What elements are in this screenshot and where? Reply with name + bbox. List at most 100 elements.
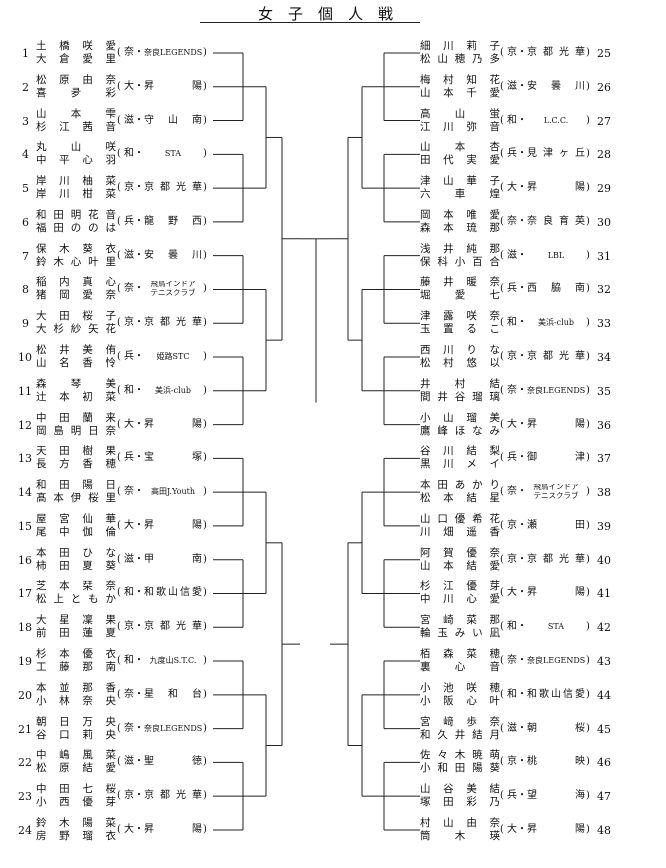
entry-number: 33: [597, 317, 611, 331]
club-name: (京・瀬田): [500, 518, 592, 533]
club-name: (兵・宝塚): [117, 450, 209, 465]
club-paren-close: ): [203, 790, 207, 802]
player-name: 松原結愛: [36, 762, 116, 775]
club-paren-open: (: [117, 249, 121, 261]
entry-number: 40: [597, 553, 611, 567]
club-name: (大・昇陽): [117, 417, 209, 432]
player-name: 藤井暖奈: [420, 276, 500, 289]
club-prefecture: 奈・: [507, 486, 527, 498]
player-name: 山谷美結: [420, 783, 500, 796]
club-paren-close: ): [586, 519, 590, 531]
entry-number: 16: [18, 553, 32, 567]
entry-number: 28: [597, 148, 611, 162]
player-name: 小林奈央: [36, 694, 116, 707]
player-name: 六車煌: [420, 188, 500, 201]
player-name: 輪玉みい凪: [420, 627, 500, 640]
club-name: (奈・星和台): [117, 687, 209, 702]
club-prefecture: 京・: [124, 790, 144, 802]
club-name: (奈・奈良育英): [500, 214, 592, 229]
player-name: 松原由奈: [36, 73, 116, 86]
club-paren-close: ): [586, 823, 590, 835]
club-paren-close: ): [586, 249, 590, 261]
club-paren-open: (: [117, 790, 121, 802]
club-paren-close: ): [586, 756, 590, 768]
entry-number: 12: [18, 418, 32, 432]
club-team: 星和台: [144, 688, 202, 700]
entry-number: 9: [22, 317, 29, 331]
right-entry-48: 村山由奈筒木瑛(大・昇陽)48: [0, 817, 666, 843]
entry-number: 47: [597, 790, 611, 804]
club-prefecture: 京・: [507, 351, 527, 363]
club-paren-close: ): [586, 790, 590, 802]
club-team: 奈良LEGENDS: [144, 48, 202, 57]
right-entry-25: 細川莉子松山穂乃多(京・京都光華)25: [0, 40, 666, 66]
player-name: 津山華子: [420, 175, 500, 188]
club-name: (大・昇陽): [117, 79, 209, 94]
club-paren-close: ): [586, 621, 590, 633]
player-name: 鷹峰ほなみ: [420, 424, 500, 437]
club-paren-close: ): [203, 519, 207, 531]
club-paren-open: (: [117, 688, 121, 700]
club-name: (兵・見津ヶ丘): [500, 146, 592, 161]
entry-number: 41: [597, 587, 611, 601]
club-paren-open: (: [117, 756, 121, 768]
right-entry-36: 小山瑠美鷹峰ほなみ(大・昇陽)36: [0, 412, 666, 438]
player-name: 中田蘭来: [36, 411, 116, 424]
club-paren-close: ): [586, 114, 590, 126]
player-name: 玉置るこ: [420, 323, 500, 336]
club-team: 和歌山信愛: [144, 587, 202, 599]
club-prefecture: 滋・: [124, 249, 144, 261]
entry-number: 7: [22, 249, 29, 263]
club-prefecture: 兵・: [507, 452, 527, 464]
club-team: 安曇川: [144, 249, 202, 261]
club-prefecture: 奈・: [507, 215, 527, 227]
club-prefecture: 和・: [507, 317, 527, 329]
club-paren-open: (: [500, 148, 504, 160]
club-paren-open: (: [500, 249, 504, 261]
club-prefecture: 和・: [124, 384, 144, 396]
player-name: 井村結: [420, 377, 500, 390]
club-name: (和・九度山S.T.C.): [117, 653, 209, 668]
club-paren-open: (: [500, 283, 504, 295]
club-paren-open: (: [117, 80, 121, 92]
club-team: 昇陽: [144, 80, 202, 92]
entry-number: 32: [597, 283, 611, 297]
club-name: (奈・奈良LEGENDS): [500, 653, 592, 668]
entry-number: 18: [18, 621, 32, 635]
club-prefecture: 京・: [507, 756, 527, 768]
club-paren-open: (: [500, 553, 504, 565]
club-prefecture: 滋・: [124, 114, 144, 126]
player-name: 小山瑠美: [420, 411, 500, 424]
player-name: 土橋咲愛: [36, 40, 116, 52]
club-paren-open: (: [500, 351, 504, 363]
club-paren-close: ): [203, 317, 207, 329]
player-name: 佐々木暁萌: [420, 749, 500, 762]
club-paren-close: ): [203, 587, 207, 599]
club-paren-close: ): [586, 418, 590, 430]
club-team: STA: [547, 622, 565, 632]
club-prefecture: 奈・: [124, 722, 144, 734]
player-name: 細川莉子: [420, 40, 500, 52]
player-name: 杉江優芽: [420, 580, 500, 593]
player-name: 津露咲奈: [420, 310, 500, 323]
player-name: 山名香怜: [36, 357, 116, 370]
player-name: 大杉紗矢花: [36, 323, 116, 336]
club-team: 京都光華: [527, 351, 585, 363]
club-paren-open: (: [117, 148, 121, 160]
club-team: 望海: [527, 790, 585, 802]
entry-number: 11: [18, 384, 32, 398]
club-paren-open: (: [500, 587, 504, 599]
club-team: 見津ヶ丘: [527, 148, 585, 160]
club-prefecture: 滋・: [124, 756, 144, 768]
club-paren-close: ): [586, 283, 590, 295]
player-name: 川畑遥香: [420, 525, 500, 538]
club-team: 朝桜: [527, 722, 585, 734]
club-name: (兵・西脇南): [500, 281, 592, 296]
